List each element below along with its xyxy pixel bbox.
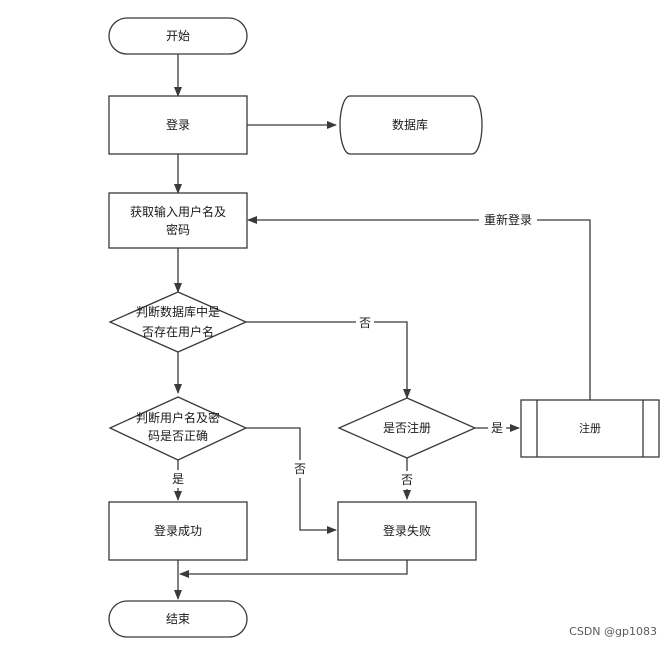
watermark: CSDN @gp1083 (569, 625, 657, 638)
node-check-password-label-2: 码是否正确 (148, 429, 208, 443)
edge-label-yes-register: 是 (491, 421, 503, 435)
node-check-password-label-1: 判断用户名及密 (136, 410, 220, 425)
node-start-label: 开始 (166, 29, 190, 43)
edge-labels: 重新登录 否 是 否 是 否 (169, 211, 537, 489)
node-login-success-label: 登录成功 (154, 523, 202, 538)
edge-label-bg-yes-password (169, 470, 187, 488)
node-start (108, 17, 248, 55)
node-login-label: 登录 (166, 117, 190, 132)
node-end (108, 600, 248, 638)
node-register-label: 注册 (579, 421, 601, 435)
node-input-label-1: 获取输入用户名及 (130, 204, 226, 219)
node-login-fail (337, 501, 477, 561)
node-login-fail-label: 登录失败 (383, 523, 431, 538)
edge-label-bg-no-register (398, 471, 416, 489)
node-input (108, 192, 248, 249)
edge-login-fail-merge (179, 560, 408, 578)
edge-label-no-register: 否 (401, 473, 413, 487)
node-check-password (108, 396, 248, 461)
node-database (339, 95, 483, 155)
edge-check-password-login-fail (246, 427, 337, 534)
node-login (108, 95, 248, 155)
edge-label-relogin: 重新登录 (484, 212, 532, 227)
edge-label-bg-no-password (291, 460, 309, 478)
edge-label-yes-password: 是 (172, 472, 184, 486)
node-ask-register (337, 397, 477, 459)
node-check-exists (108, 291, 248, 353)
edge-label-bg-no-exists (356, 313, 374, 331)
edge-label-bg-relogin (479, 211, 537, 229)
node-check-exists-label-2: 否存在用户名 (142, 324, 214, 339)
edge-register-input (247, 216, 591, 400)
node-end-label: 结束 (166, 612, 190, 626)
node-login-success (108, 501, 248, 561)
node-register (520, 399, 660, 458)
edge-label-no-exists: 否 (359, 316, 371, 330)
node-ask-register-label: 是否注册 (383, 420, 431, 435)
node-check-exists-label-1: 判断数据库中是 (136, 304, 220, 319)
edges (174, 54, 591, 600)
edge-label-no-password: 否 (294, 462, 306, 476)
nodes: 开始 登录 数据库 获取输入用户名及 密码 判断数据库中是 否存在用户名 判断用… (108, 17, 660, 638)
node-input-label-2: 密码 (166, 222, 190, 237)
edge-label-bg-yes-register (488, 419, 506, 437)
edge-check-exists-ask-register (246, 321, 411, 399)
node-database-label: 数据库 (392, 117, 428, 132)
